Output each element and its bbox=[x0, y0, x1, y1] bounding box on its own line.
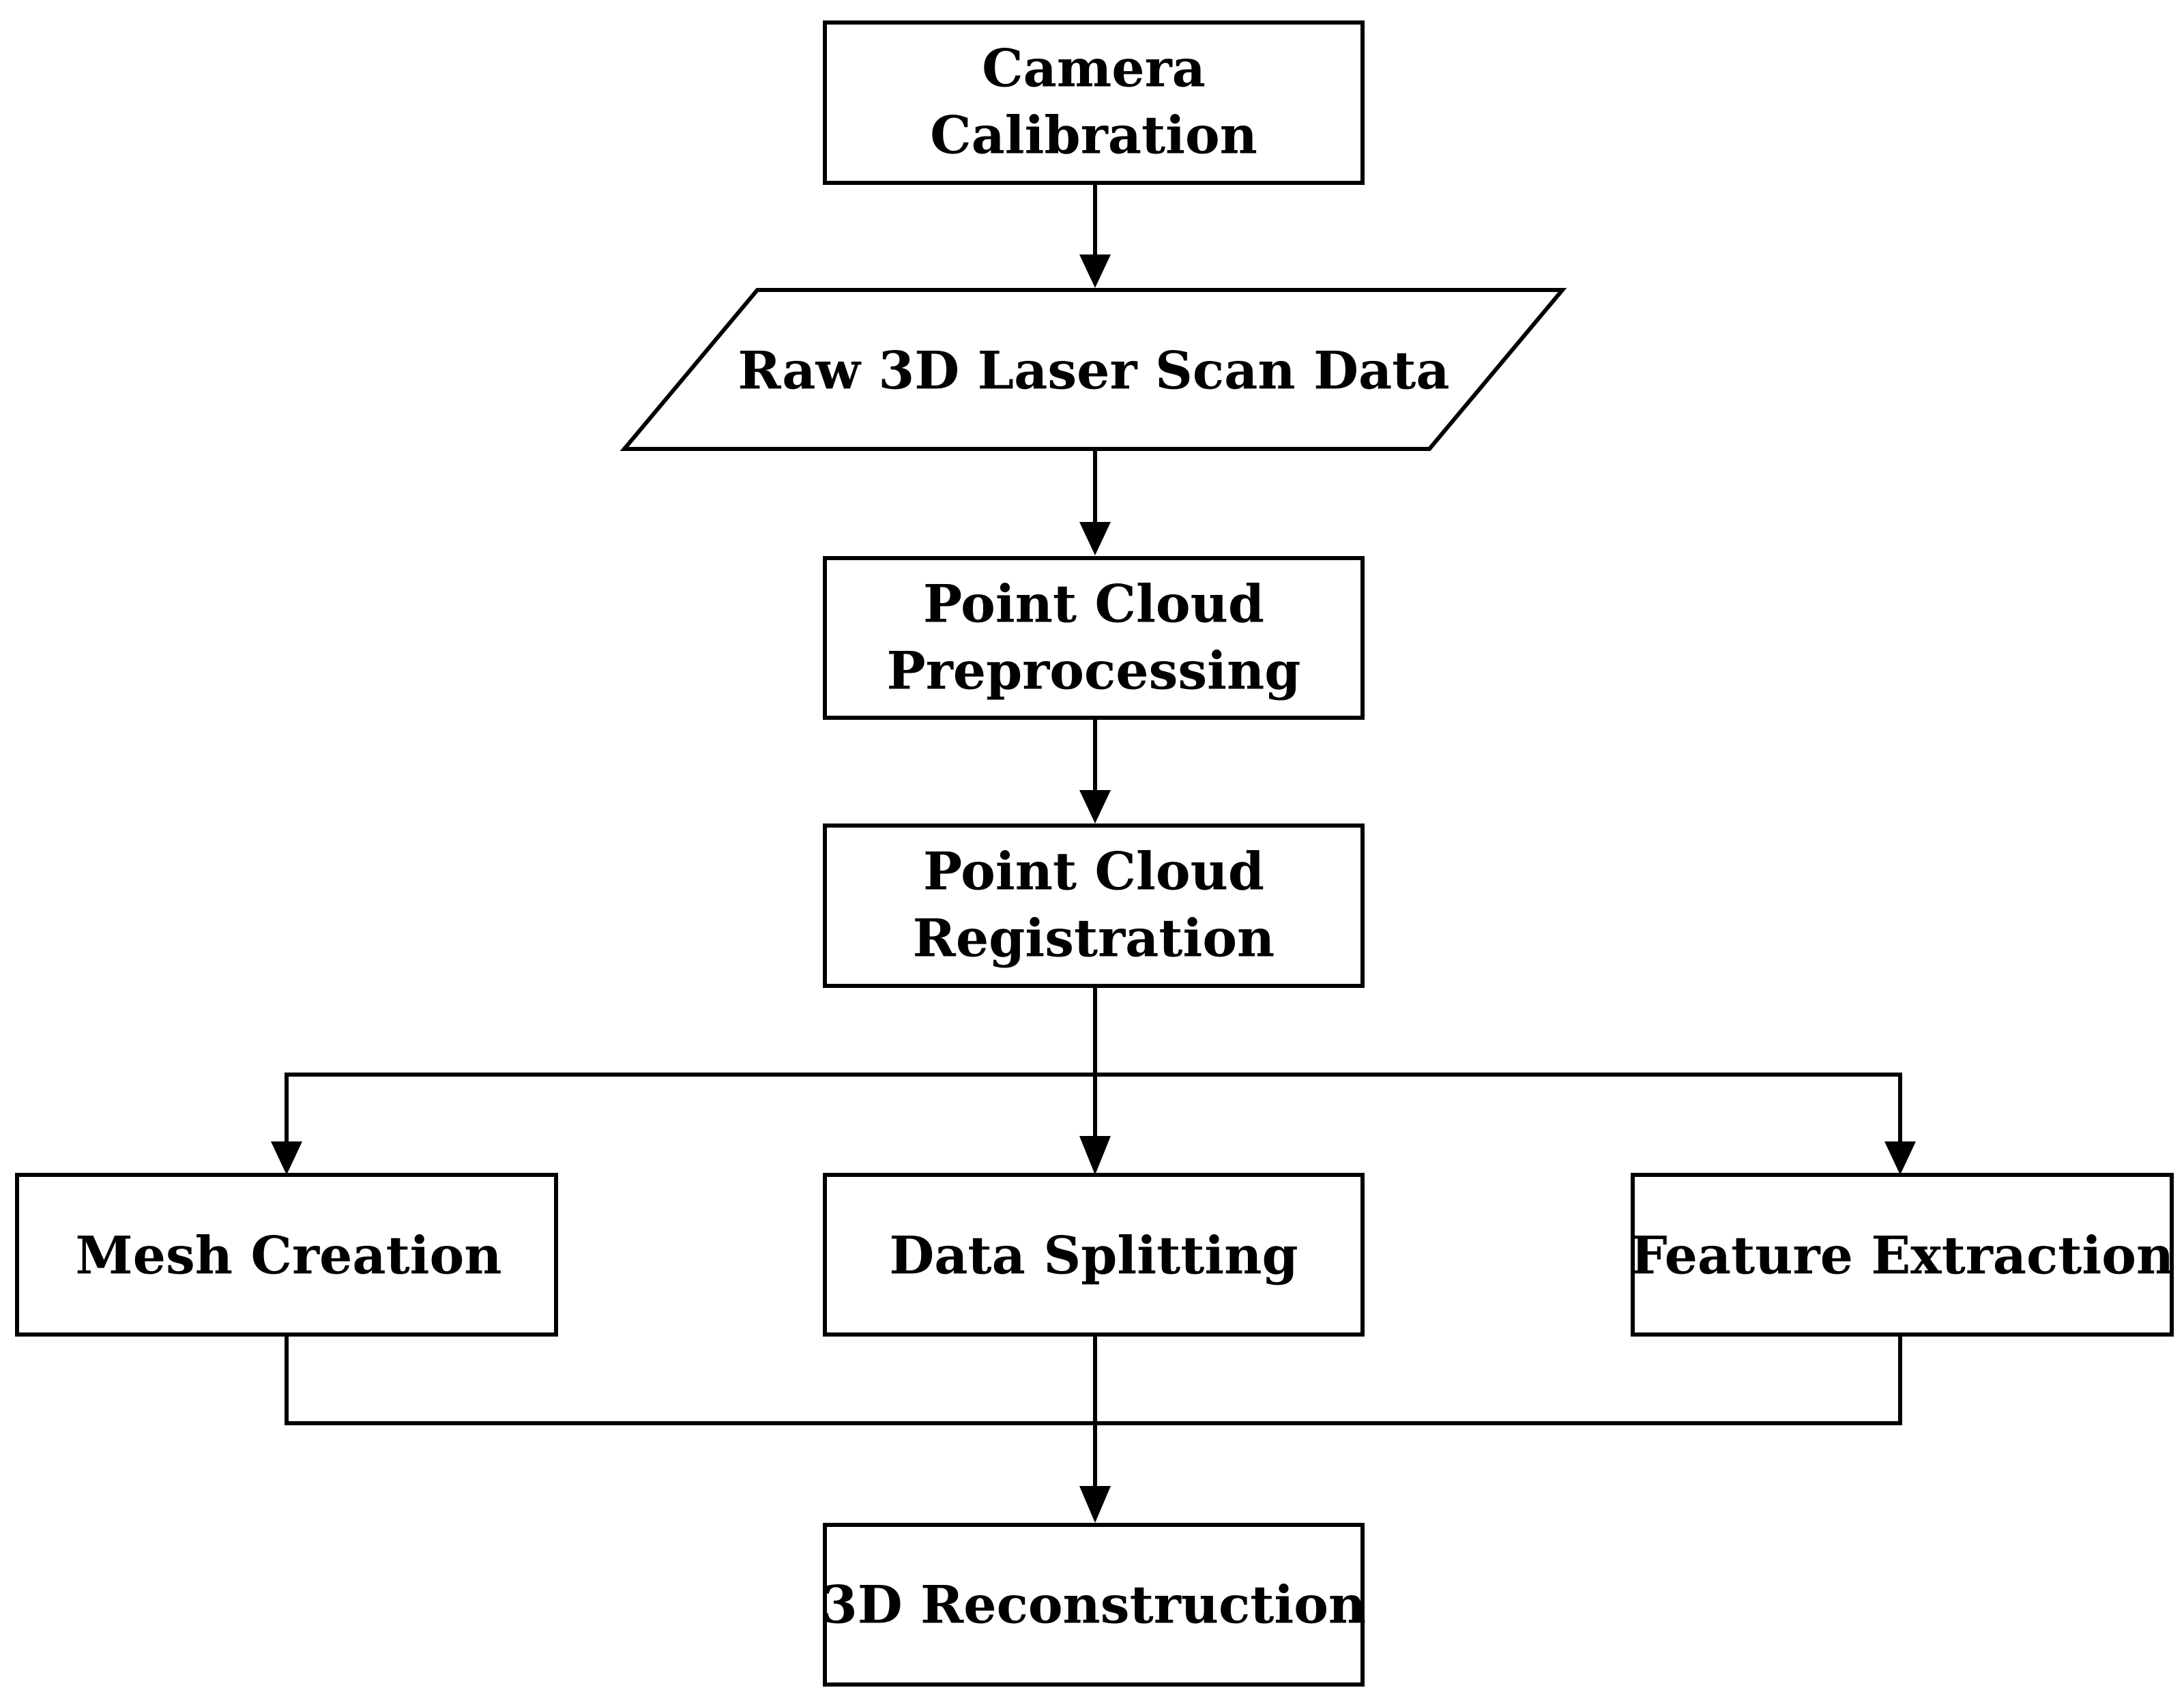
arrowhead-to-registration bbox=[1079, 790, 1111, 824]
camera-calibration-label-line2: Calibration bbox=[930, 105, 1257, 166]
feature-extraction-box bbox=[1631, 1173, 2174, 1337]
reconstruction-box bbox=[823, 1523, 1365, 1687]
mesh-creation-box bbox=[15, 1173, 558, 1337]
arrowhead-to-reconstruction bbox=[1079, 1486, 1111, 1523]
camera-calibration-box bbox=[823, 20, 1365, 185]
node-camera-calibration: Camera Calibration bbox=[823, 20, 1365, 185]
arrowhead-to-raw bbox=[1079, 254, 1111, 288]
arrowhead-to-feature bbox=[1884, 1141, 1916, 1175]
connectors bbox=[271, 183, 1916, 1523]
preprocessing-label-line1: Point Cloud bbox=[923, 574, 1264, 635]
arrowhead-to-preprocessing bbox=[1079, 522, 1111, 555]
raw-scan-data-parallelogram bbox=[620, 288, 1567, 451]
registration-box bbox=[823, 824, 1365, 988]
node-raw-scan-data: Raw 3D Laser Scan Data bbox=[620, 288, 1567, 451]
node-feature-extraction: Feature Extraction bbox=[1631, 1173, 2174, 1337]
data-splitting-label: Data Splitting bbox=[889, 1225, 1298, 1286]
registration-label-line1: Point Cloud bbox=[923, 841, 1264, 902]
feature-extraction-label: Feature Extraction bbox=[1631, 1225, 2174, 1286]
registration-label-line2: Registration bbox=[913, 908, 1275, 969]
raw-scan-data-label: Raw 3D Laser Scan Data bbox=[738, 340, 1449, 401]
arrowhead-to-mesh bbox=[271, 1141, 302, 1175]
preprocessing-box bbox=[823, 556, 1365, 720]
camera-calibration-label-line1: Camera bbox=[982, 38, 1206, 99]
node-reconstruction: 3D Reconstruction bbox=[821, 1523, 1366, 1687]
arrowhead-to-splitting bbox=[1079, 1136, 1111, 1175]
node-mesh-creation: Mesh Creation bbox=[15, 1173, 558, 1337]
reconstruction-label: 3D Reconstruction bbox=[821, 1575, 1366, 1635]
preprocessing-label-line2: Preprocessing bbox=[887, 641, 1301, 701]
split-bus bbox=[285, 1073, 1902, 1143]
node-preprocessing: Point Cloud Preprocessing bbox=[823, 556, 1365, 720]
node-data-splitting: Data Splitting bbox=[823, 1173, 1365, 1337]
node-registration: Point Cloud Registration bbox=[823, 824, 1365, 988]
data-splitting-box bbox=[823, 1173, 1365, 1337]
mesh-creation-label: Mesh Creation bbox=[75, 1225, 501, 1286]
